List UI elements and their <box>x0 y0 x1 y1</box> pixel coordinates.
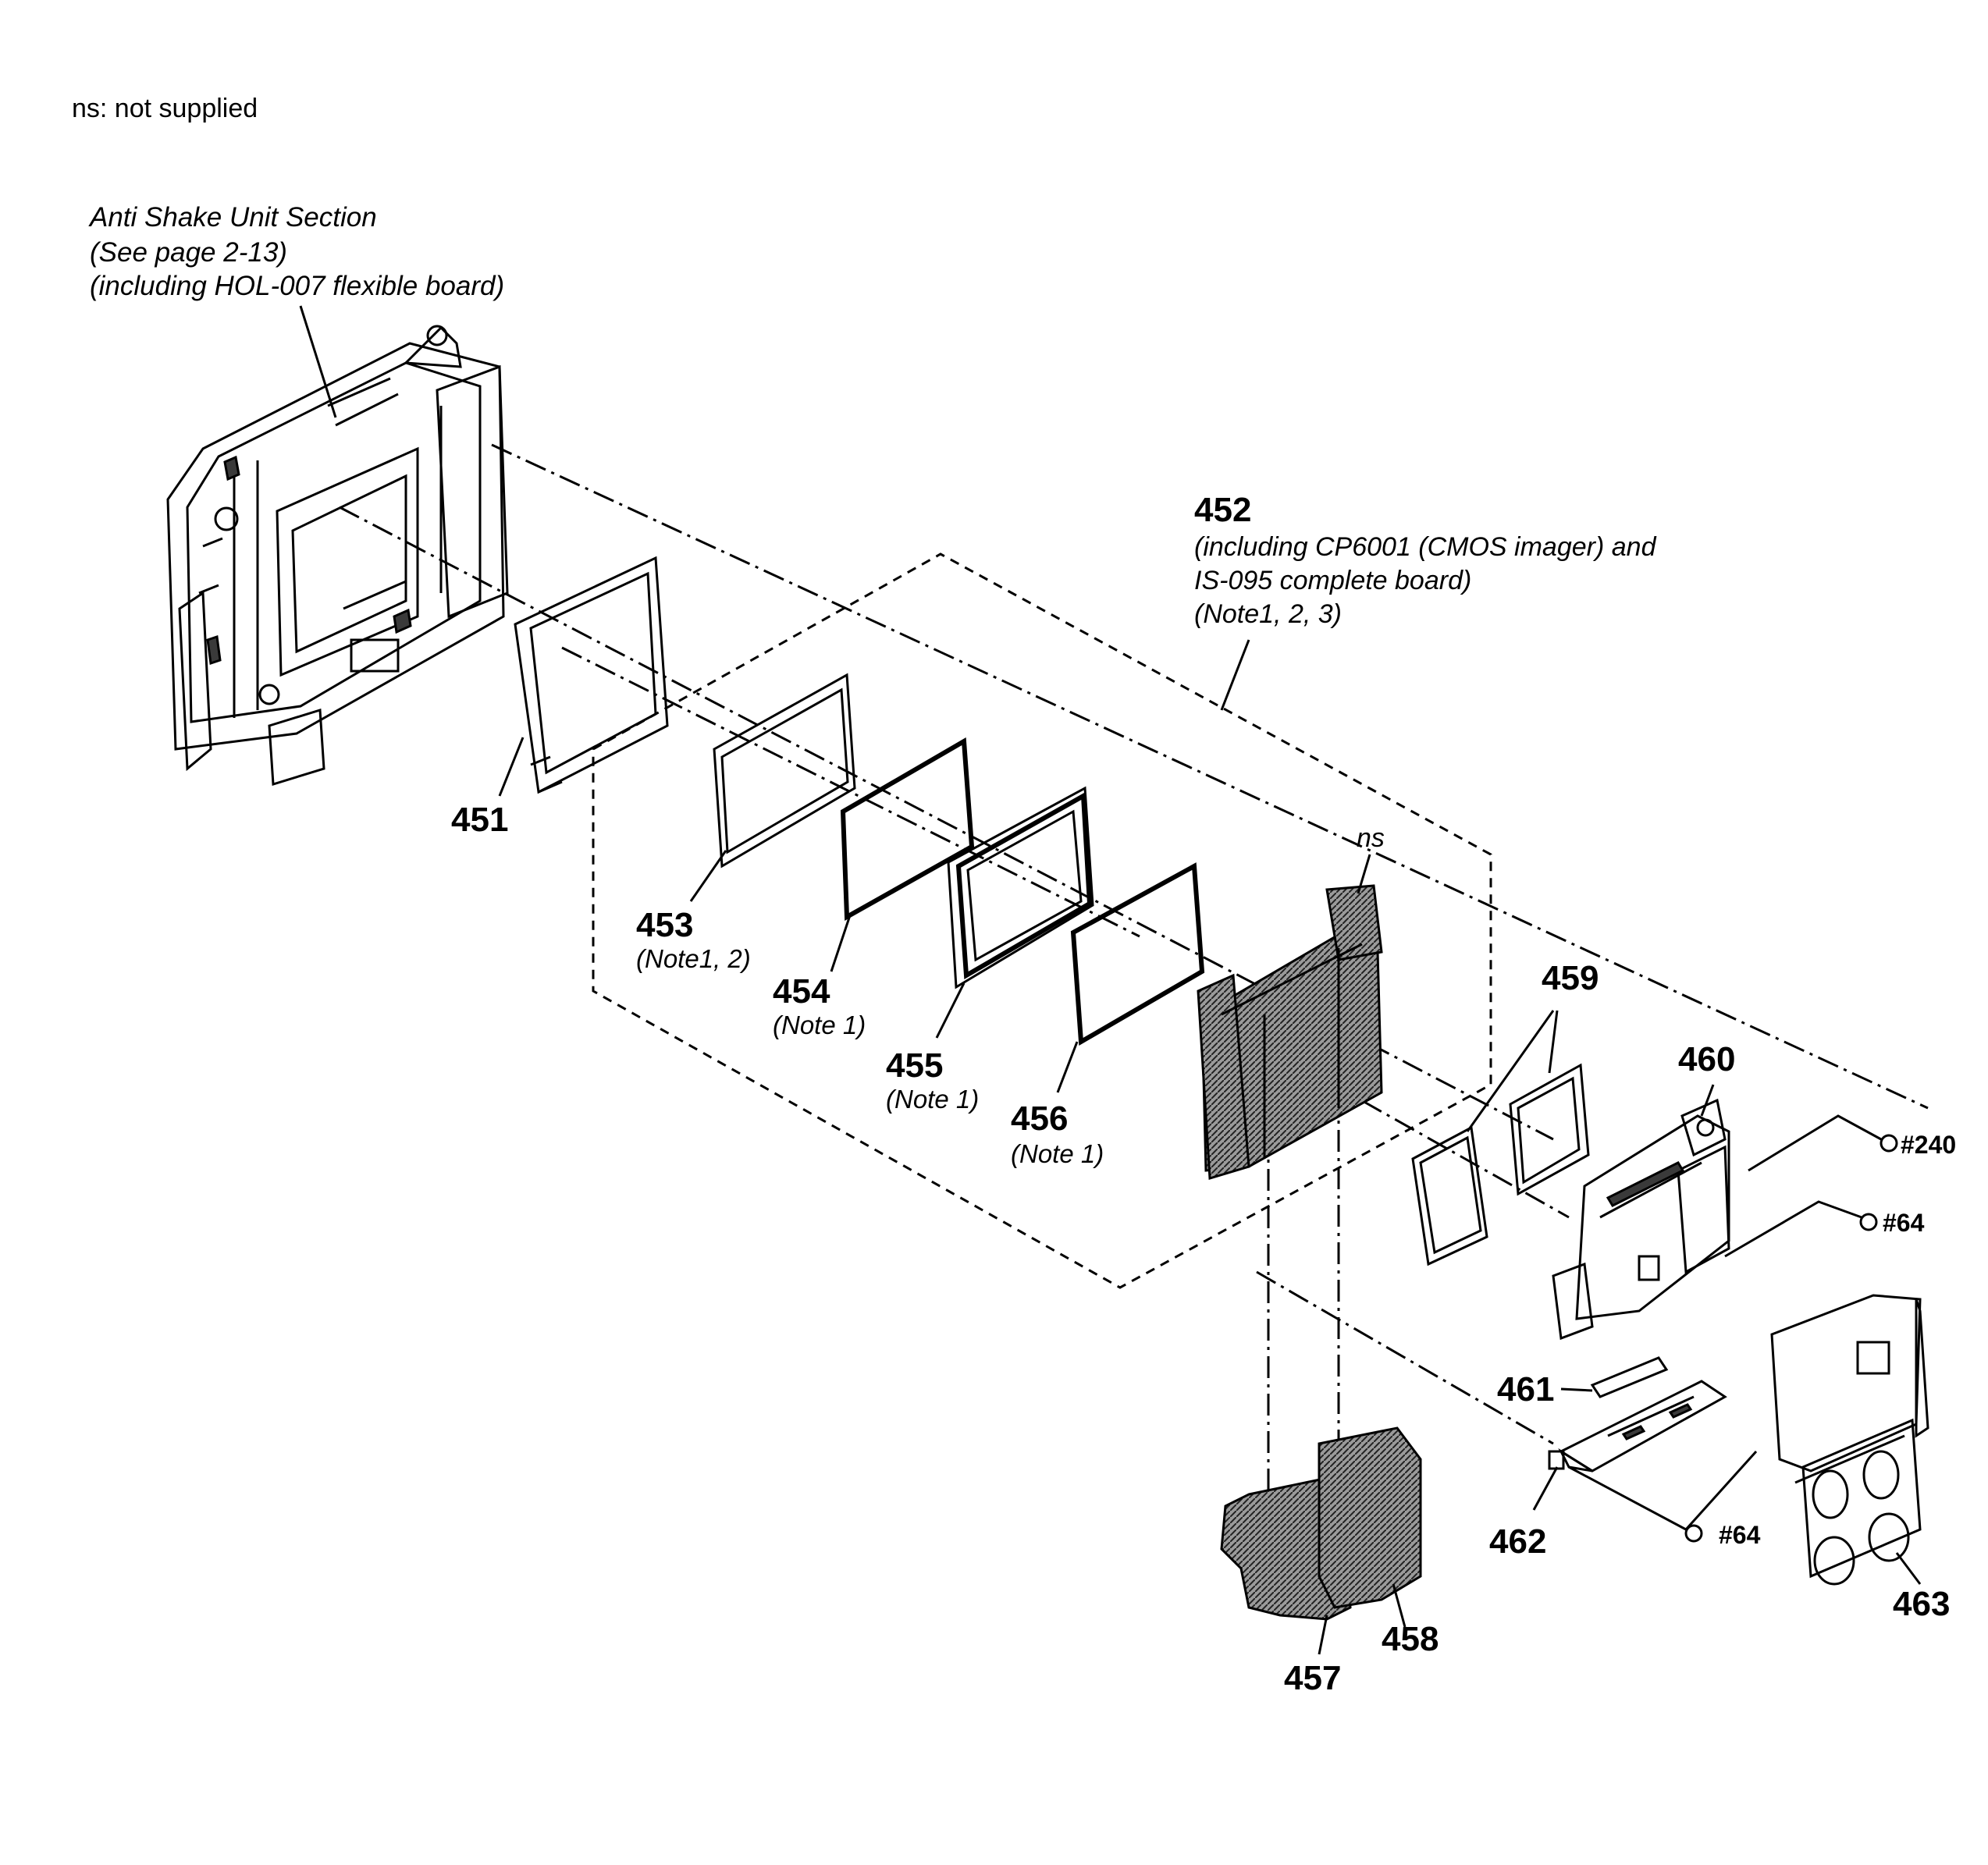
label-458: 458 <box>1382 1620 1439 1658</box>
part-462-leader <box>1532 1466 1559 1511</box>
axis-line-lower <box>561 646 1140 938</box>
label-461: 461 <box>1497 1370 1554 1409</box>
ns-tag-leader <box>1357 854 1371 894</box>
screw-240-icon <box>1880 1134 1898 1153</box>
part-456-frame <box>1070 862 1205 1046</box>
part-460-leader <box>1700 1084 1715 1117</box>
part-455-frame <box>947 786 1094 989</box>
anti-shake-page-ref: (See page 2-13) <box>90 237 287 268</box>
label-462: 462 <box>1489 1522 1546 1561</box>
part-458-leader <box>1392 1583 1407 1628</box>
label-455: 455 <box>886 1046 943 1085</box>
part-453-filter <box>713 673 856 869</box>
screw-64a-label: #64 <box>1883 1209 1925 1237</box>
screw-64b-icon <box>1684 1524 1703 1543</box>
anti-shake-unit <box>166 325 509 786</box>
part-462-bracket <box>1548 1380 1727 1472</box>
assembly-452-line3: (Note1, 2, 3) <box>1194 599 1342 629</box>
screw-240-label: #240 <box>1901 1131 1956 1159</box>
anti-shake-label: Anti Shake Unit Section (See page 2-13) … <box>88 202 504 301</box>
part-454-frame <box>840 737 975 922</box>
part-463-leader <box>1895 1552 1922 1585</box>
ns-legend: ns: not supplied <box>72 94 258 123</box>
part-459-leader-a <box>1466 1010 1555 1132</box>
part-461-leader <box>1560 1387 1593 1392</box>
note-456: (Note 1) <box>1011 1139 1104 1168</box>
label-460: 460 <box>1678 1040 1735 1078</box>
label-453: 453 <box>636 906 693 944</box>
part-463-board <box>1770 1294 1929 1586</box>
assembly-452-line1: (including CP6001 (CMOS imager) and <box>1194 532 1657 562</box>
part-456-leader <box>1056 1041 1079 1093</box>
part-461-pad <box>1590 1356 1669 1398</box>
label-457: 457 <box>1284 1659 1341 1697</box>
assembly-452-number: 452 <box>1194 491 1251 529</box>
anti-shake-including: (including HOL-007 flexible board) <box>90 271 504 301</box>
anti-shake-title: Anti Shake Unit Section <box>88 202 377 233</box>
screw-64a-icon <box>1859 1213 1878 1231</box>
part-451-leader <box>498 737 525 797</box>
note-454: (Note 1) <box>773 1011 866 1039</box>
assembly-452-leader <box>1220 639 1250 711</box>
note-455: (Note 1) <box>886 1085 979 1114</box>
part-457-leader <box>1318 1615 1328 1655</box>
assembly-452-boundary <box>592 552 1492 1289</box>
label-454: 454 <box>773 972 830 1011</box>
assembly-452-line2: IS-095 complete board) <box>1194 566 1471 595</box>
figure-linework <box>166 305 1929 1655</box>
anti-shake-leader <box>299 305 337 418</box>
part-labels: 451 453 (Note1, 2) 454 (Note 1) 455 (Not… <box>451 801 1950 1697</box>
part-453-leader <box>689 850 727 902</box>
part-462-to-screw <box>1568 1450 1758 1531</box>
ns-tag: ns <box>1357 823 1385 853</box>
screw-64a-line <box>1724 1200 1862 1258</box>
part-458-piece <box>1318 1426 1422 1609</box>
label-456: 456 <box>1011 1099 1068 1138</box>
cmos-imager-block <box>1197 884 1383 1180</box>
label-463: 463 <box>1893 1585 1950 1623</box>
part-459-leader-b <box>1548 1010 1559 1074</box>
part-455-leader <box>935 982 966 1039</box>
assembly-452-label: 452 (including CP6001 (CMOS imager) and … <box>1194 491 1657 629</box>
axis-line-top <box>491 443 1929 1110</box>
label-459: 459 <box>1542 959 1599 997</box>
screw-240-line <box>1748 1114 1882 1172</box>
part-451-frame <box>514 556 669 794</box>
part-460-bracket <box>1552 1098 1730 1341</box>
axis-line-to-462 <box>1256 1270 1554 1445</box>
part-454-leader <box>830 912 852 972</box>
label-451: 451 <box>451 801 508 839</box>
screw-64b-label: #64 <box>1719 1521 1761 1549</box>
screw-labels: #240 #64 #64 <box>1719 1131 1956 1549</box>
part-459-plates <box>1411 1063 1590 1266</box>
note-453: (Note1, 2) <box>636 944 751 973</box>
